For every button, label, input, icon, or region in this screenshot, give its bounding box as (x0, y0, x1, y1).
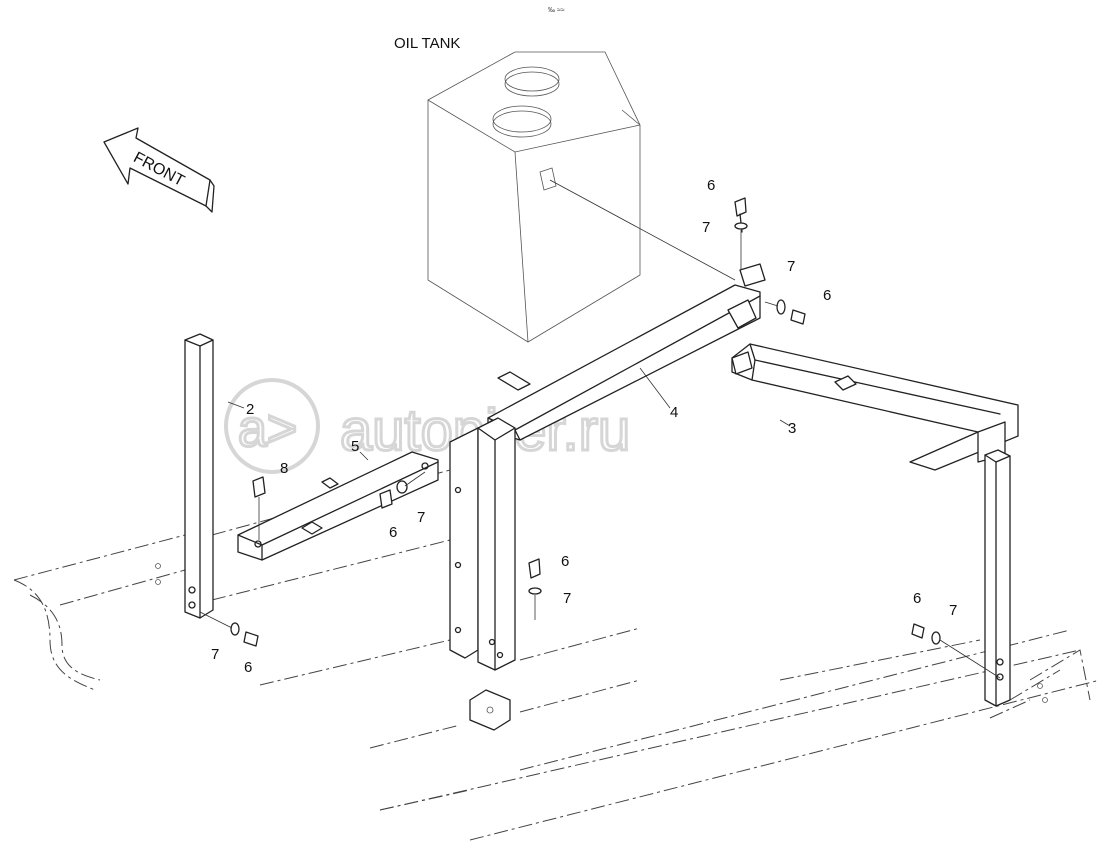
oil-tank (427, 51, 736, 343)
svg-text:a>: a> (238, 400, 297, 458)
tank-port-1 (504, 71, 560, 97)
callout-3: 3 (788, 420, 796, 437)
part-2-post (155, 333, 214, 619)
callout-7-mid: 7 (417, 509, 425, 526)
bolt-center-icon (528, 558, 541, 579)
callout-6-center: 6 (561, 553, 569, 570)
oil-tank-label: OIL TANK (394, 35, 460, 52)
washer-far-icon (931, 631, 941, 645)
washer-top-icon (734, 222, 748, 230)
tank-port-2 (492, 110, 552, 138)
washer-rail-icon (396, 480, 408, 494)
bolt-rail-icon (379, 489, 393, 509)
callout-6-top: 6 (707, 177, 715, 194)
callout-6-right: 6 (823, 287, 831, 304)
washer-center-icon (528, 587, 542, 595)
part-4-center-leg (449, 417, 516, 731)
callout-7-center: 7 (563, 590, 571, 607)
callout-4: 4 (670, 404, 678, 421)
header-mark: ‰ ≈≈ (548, 7, 565, 14)
callout-7-far: 7 (949, 602, 957, 619)
callout-6-left: 6 (244, 659, 252, 676)
front-arrow-icon: FRONT (103, 127, 215, 213)
bolt-right-icon (790, 309, 806, 325)
fasteners (199, 197, 1001, 679)
callout-leaders (227, 367, 791, 461)
bolt-8-icon (252, 476, 266, 540)
washer-right-icon (776, 299, 786, 315)
callout-7-left: 7 (211, 646, 219, 663)
part-3-frame (731, 343, 1048, 707)
callout-5: 5 (351, 438, 359, 455)
part-5-rail (237, 451, 439, 561)
bolt-left-icon (243, 631, 259, 647)
callout-7-right: 7 (787, 258, 795, 275)
callout-numbers: 2 3 4 5 8 6 7 7 6 6 7 6 7 7 6 6 7 (211, 177, 957, 676)
callout-2: 2 (246, 401, 254, 418)
callout-6-mid: 6 (389, 524, 397, 541)
callout-7-top: 7 (702, 219, 710, 236)
callout-8: 8 (280, 460, 288, 477)
base-frame (13, 469, 1101, 841)
washer-left-icon (230, 622, 240, 636)
callout-6-far: 6 (913, 590, 921, 607)
bolt-far-icon (911, 623, 925, 639)
watermark-logo-icon (224, 378, 320, 474)
